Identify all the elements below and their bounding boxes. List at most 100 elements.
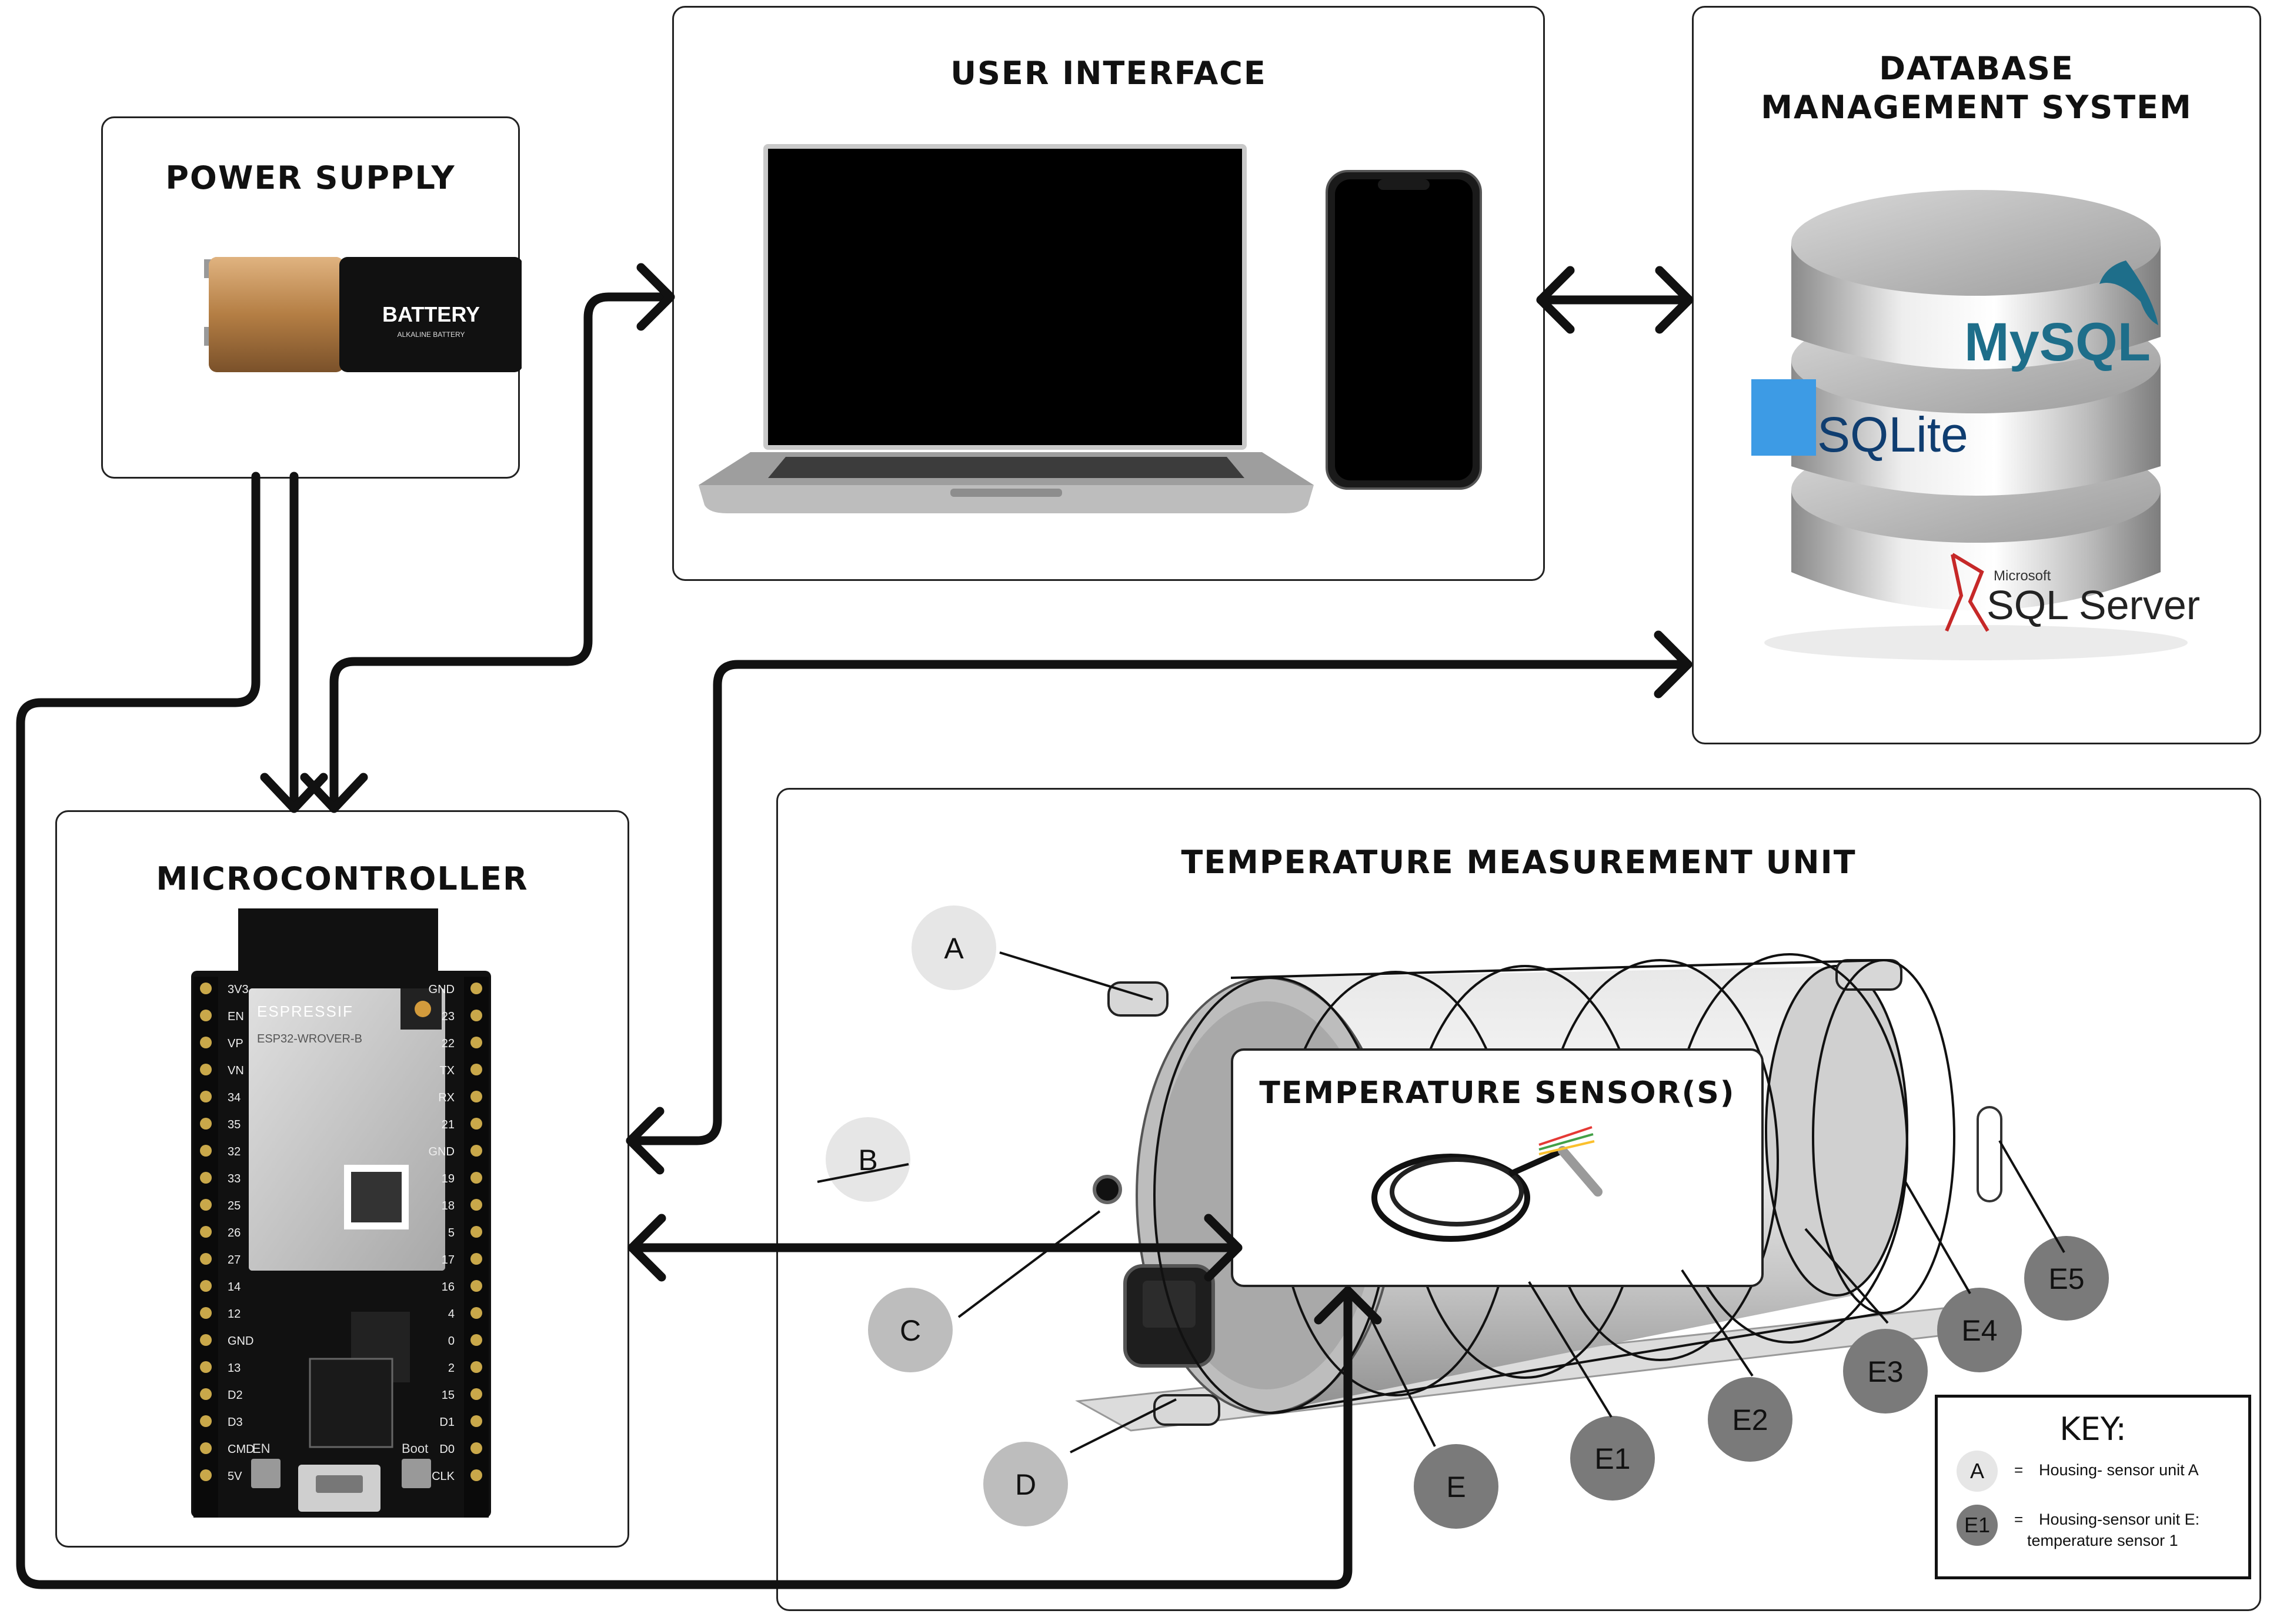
pin-left-dot <box>200 1145 212 1157</box>
pin-right-dot <box>470 1226 482 1238</box>
pin-right-dot <box>470 1442 482 1454</box>
temperature-sensor-title: TEMPERATURE SENSOR(S) <box>1259 1075 1735 1111</box>
pin-right-label: 0 <box>448 1335 455 1348</box>
sqlserver-small: Microsoft <box>1994 568 2051 584</box>
pin-left-label: 3V3 <box>228 983 249 996</box>
pin-left-dot <box>200 1388 212 1400</box>
pin-left-label: 35 <box>228 1118 241 1131</box>
pin-right-dot <box>470 1415 482 1427</box>
pin-left-dot <box>200 1469 212 1481</box>
pin-left-dot <box>200 1361 212 1373</box>
key-symbol-a: A <box>1957 1451 1998 1492</box>
pin-left-label: VP <box>228 1037 243 1050</box>
pin-left-dot <box>200 1172 212 1184</box>
pin-left-label: 32 <box>228 1145 241 1158</box>
pin-left-label: 12 <box>228 1308 241 1321</box>
pin-right-dot <box>470 1388 482 1400</box>
esp-brand: ESPRESSIF <box>257 1003 353 1020</box>
pin-left-label: D3 <box>228 1416 243 1429</box>
database-title-line1: DATABASE <box>1879 50 2074 87</box>
pin-left-dot <box>200 1334 212 1346</box>
pin-right-dot <box>470 1010 482 1021</box>
pin-left-label: 25 <box>228 1199 241 1212</box>
pin-right-label: TX <box>439 1064 455 1077</box>
pin-right-label: 18 <box>442 1199 455 1212</box>
pin-left-dot <box>200 1307 212 1319</box>
pin-left-dot <box>200 1280 212 1292</box>
pin-left-label: 27 <box>228 1254 241 1267</box>
pin-right-dot <box>470 1280 482 1292</box>
pin-right-dot <box>470 1361 482 1373</box>
pin-right-label: 15 <box>442 1389 455 1402</box>
pin-left-dot <box>200 1037 212 1048</box>
pin-right-dot <box>470 1172 482 1184</box>
pin-right-label: RX <box>438 1091 455 1104</box>
pin-left-label: CMD <box>228 1443 255 1456</box>
pin-right-label: CLK <box>432 1470 455 1483</box>
pin-left-label: EN <box>228 1010 244 1023</box>
key-text-1: Housing- sensor unit A <box>2039 1461 2199 1479</box>
battery-sublabel: ALKALINE BATTERY <box>398 330 465 339</box>
key-symbol-e1: E1 <box>1957 1505 1998 1546</box>
pin-left-label: 26 <box>228 1227 241 1239</box>
power-supply-box: POWER SUPPLY BATTERY ALKALINE BATTERY <box>101 116 522 479</box>
pin-left-label: 34 <box>228 1091 241 1104</box>
temperature-sensor-box: TEMPERATURE SENSOR(S) <box>1231 1048 1764 1287</box>
database-title-line2: MANAGEMENT SYSTEM <box>1761 89 2192 126</box>
pin-right-dot <box>470 1469 482 1481</box>
pin-left-dot <box>200 1091 212 1102</box>
pin-right-dot <box>470 1253 482 1265</box>
pin-left-label: 14 <box>228 1281 241 1294</box>
pin-right-label: GND <box>429 983 455 996</box>
key-text-2a: Housing-sensor unit E: <box>2039 1511 2200 1528</box>
key-eq-2: = <box>2014 1511 2024 1528</box>
battery-icon: BATTERY ALKALINE BATTERY <box>204 257 522 372</box>
boot-button-label: Boot <box>402 1441 428 1456</box>
database-box: DATABASE MANAGEMENT SYSTEM MySQL SQLite … <box>1692 6 2261 744</box>
pin-right-label: D1 <box>439 1416 455 1429</box>
pin-right-label: 19 <box>442 1172 455 1185</box>
pin-right-label: GND <box>429 1145 455 1158</box>
key-box: KEY: A = Housing- sensor unit A E1 = Hou… <box>1935 1395 2251 1579</box>
arrow-mcu-to-ui <box>329 292 674 813</box>
key-title: KEY: <box>2059 1411 2127 1448</box>
pin-right-label: 5 <box>448 1227 455 1239</box>
laptop-icon <box>699 144 1314 513</box>
pin-right-dot <box>470 983 482 994</box>
key-text-2b: temperature sensor 1 <box>2027 1532 2178 1549</box>
key-eq-1: = <box>2014 1461 2024 1479</box>
pin-left-label: D2 <box>228 1389 243 1402</box>
sqlite-logo: SQLite <box>1817 407 1968 462</box>
pin-left-label: 33 <box>228 1172 241 1185</box>
phone-icon <box>1326 170 1482 490</box>
power-supply-title: POWER SUPPLY <box>165 159 456 196</box>
pin-right-dot <box>470 1334 482 1346</box>
pin-left-dot <box>200 1226 212 1238</box>
en-button-label: EN <box>252 1441 271 1456</box>
pin-left-label: VN <box>228 1064 244 1077</box>
pin-right-dot <box>470 1199 482 1211</box>
database-cylinder-icon: MySQL SQLite Microsoft SQL Server <box>1751 190 2200 660</box>
pin-dots <box>200 983 482 1481</box>
pin-right-dot <box>470 1064 482 1075</box>
pin-left-label: GND <box>228 1335 253 1348</box>
pin-left-dot <box>200 1064 212 1075</box>
pin-right-label: D0 <box>439 1443 455 1456</box>
pin-labels: 3V3ENVPVN343532332526271412GND13D2D3CMD5… <box>228 983 455 1483</box>
pin-right-dot <box>470 1307 482 1319</box>
pin-left-dot <box>200 1199 212 1211</box>
pin-left-label: 5V <box>228 1470 242 1483</box>
tmu-title: TEMPERATURE MEASUREMENT UNIT <box>1181 844 1857 881</box>
pin-right-label: 17 <box>442 1254 455 1267</box>
pin-left-dot <box>200 1118 212 1130</box>
pin-left-dot <box>200 1415 212 1427</box>
esp32-board-icon: ESPRESSIF ESP32-WROVER-B 3V3ENVPVN343532… <box>191 908 491 1518</box>
pin-left-dot <box>200 1442 212 1454</box>
mysql-logo: MySQL <box>1964 312 2151 372</box>
pin-right-label: 4 <box>448 1308 455 1321</box>
pin-right-dot <box>470 1118 482 1130</box>
pin-right-label: 23 <box>442 1010 455 1023</box>
pin-right-dot <box>470 1145 482 1157</box>
pin-right-label: 21 <box>442 1118 455 1131</box>
